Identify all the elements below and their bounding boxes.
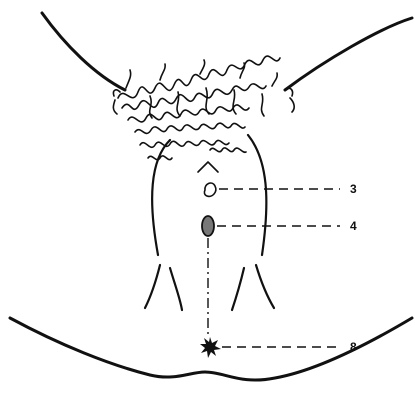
opening-4 xyxy=(202,216,214,236)
upper-outline-right xyxy=(285,18,412,90)
anus-mark xyxy=(200,337,221,358)
label-8: 8 xyxy=(350,340,357,354)
label-3: 3 xyxy=(350,182,357,196)
right-inner-curve xyxy=(248,135,266,255)
right-fold xyxy=(232,268,244,310)
hood-mark xyxy=(198,162,218,172)
right-fold-outer xyxy=(256,265,274,308)
opening-3 xyxy=(204,183,215,196)
label-4: 4 xyxy=(350,219,357,233)
upper-outline xyxy=(42,13,125,90)
left-fold xyxy=(145,265,160,308)
hair-region xyxy=(113,56,294,160)
left-fold-inner xyxy=(170,268,182,310)
